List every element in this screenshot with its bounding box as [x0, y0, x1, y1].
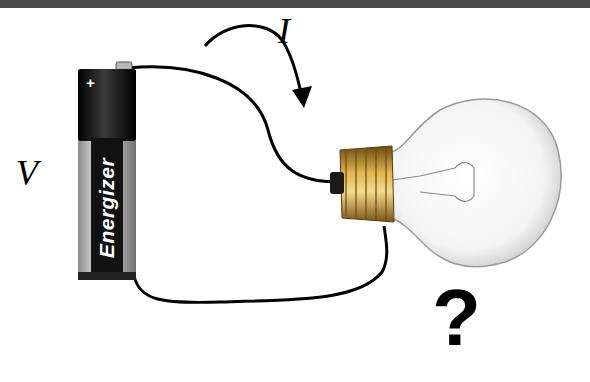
terminal-sign: + — [86, 74, 95, 91]
battery-top — [78, 69, 136, 141]
contact — [330, 172, 344, 194]
voltage-symbol: V — [16, 152, 38, 194]
battery: + Energizer — [78, 60, 136, 280]
question-mark: ? — [432, 272, 481, 364]
brand-name: Energizer — [95, 158, 119, 258]
top-bar — [0, 0, 590, 8]
current-symbol: I — [278, 10, 290, 52]
bulb-glass — [392, 99, 561, 267]
socket-thread — [346, 148, 386, 221]
battery-band — [91, 138, 123, 272]
wire — [134, 226, 387, 302]
arrow-head — [292, 86, 312, 108]
bulb-socket — [340, 146, 394, 222]
filament — [392, 163, 474, 202]
battery-shell — [78, 69, 136, 280]
wire — [128, 67, 338, 182]
battery-base — [78, 272, 136, 280]
